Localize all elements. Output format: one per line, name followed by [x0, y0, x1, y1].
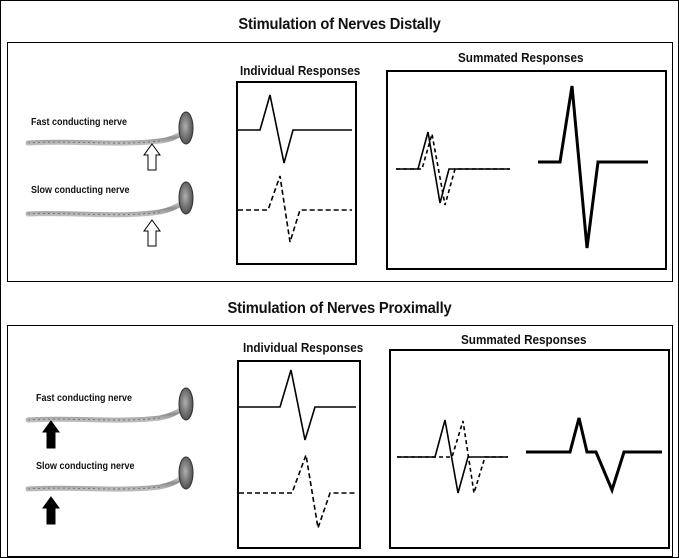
distal-summated-fast-waveform	[396, 131, 510, 204]
proximal-slow-solid-arrow-icon	[42, 496, 60, 525]
distal-title: Stimulation of Nerves Distally	[238, 16, 441, 33]
proximal-summated-slow-waveform	[397, 420, 508, 494]
proximal-fast-nerve	[25, 387, 194, 449]
proximal-slow-waveform	[239, 451, 356, 529]
distal-slow-label: Slow conducting nerve	[31, 185, 130, 196]
distal-fast-nerve	[25, 111, 194, 171]
proximal-summated-title: Summated Responses	[461, 332, 587, 347]
distal-individual-box	[236, 81, 357, 265]
proximal-fast-waveform	[239, 369, 356, 441]
proximal-summated-box	[389, 349, 670, 549]
distal-fast-label: Fast conducting nerve	[31, 117, 128, 128]
distal-slow-hollow-arrow-icon	[143, 219, 161, 247]
proximal-fast-muscle-icon	[178, 387, 194, 421]
distal-slow-waveform	[238, 175, 352, 243]
proximal-slow-muscle-icon	[178, 456, 194, 490]
distal-summated-title: Summated Responses	[458, 50, 584, 65]
proximal-title: Stimulation of Nerves Proximally	[227, 300, 452, 317]
distal-individual-title: Individual Responses	[240, 63, 361, 78]
distal-fast-hollow-arrow-icon	[143, 143, 161, 171]
distal-summated-combined-waveform	[538, 85, 648, 249]
proximal-fast-label: Fast conducting nerve	[36, 393, 133, 404]
distal-fast-waveform	[238, 94, 352, 164]
proximal-summated-combined-waveform	[526, 417, 662, 495]
proximal-individual-box	[237, 360, 361, 549]
proximal-fast-solid-arrow-icon	[42, 420, 60, 449]
distal-summated-box	[386, 70, 667, 270]
proximal-individual-title: Individual Responses	[243, 340, 364, 355]
proximal-slow-nerve	[25, 456, 194, 525]
distal-slow-nerve	[25, 181, 194, 247]
proximal-slow-label: Slow conducting nerve	[36, 461, 135, 472]
distal-summated-slow-waveform	[396, 133, 510, 206]
distal-fast-muscle-icon	[178, 111, 194, 145]
distal-slow-muscle-icon	[178, 181, 194, 215]
